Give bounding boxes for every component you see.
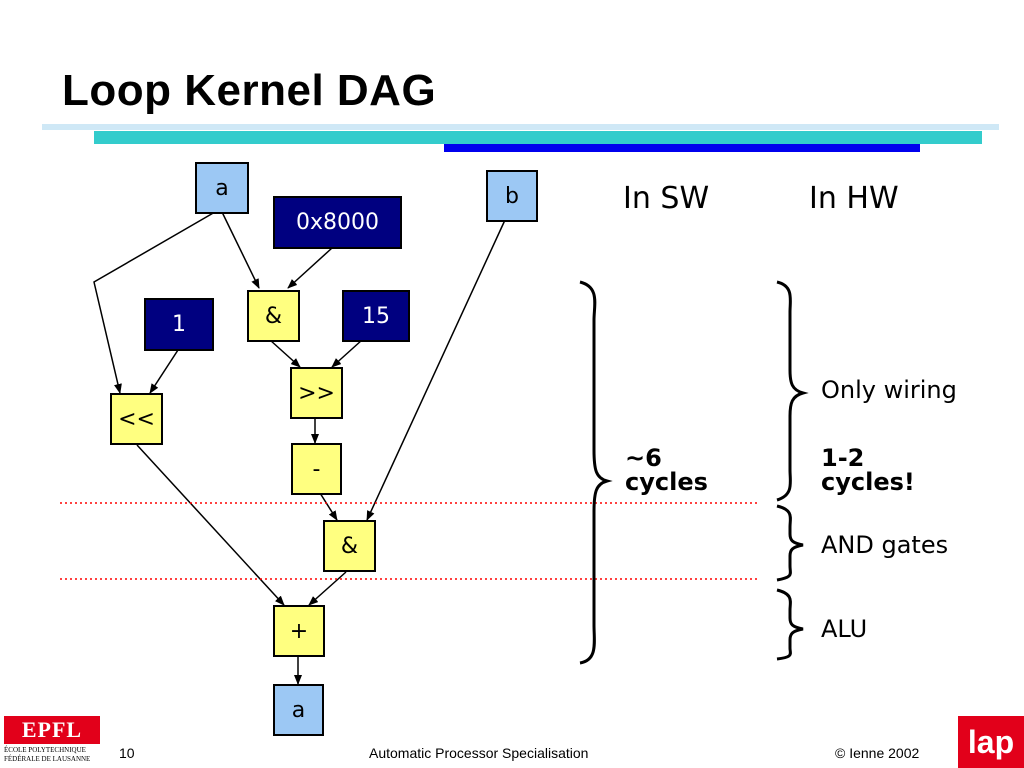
edge-1-to-shl — [149, 349, 179, 394]
title-underline-light — [42, 124, 999, 130]
edge-8000-to-and1 — [287, 247, 333, 289]
node-op-negate: - — [291, 443, 342, 495]
edge-a-to-shl — [93, 211, 216, 394]
footer-title: Automatic Processor Specialisation — [369, 745, 589, 761]
hw-cycles-line1: 1-2 — [821, 444, 865, 472]
sw-cycles-line2: cycles — [625, 468, 708, 496]
lap-logo: lap — [958, 716, 1024, 768]
edge-b-to-and2 — [366, 219, 506, 521]
brace-sw — [579, 280, 613, 665]
page-number: 10 — [119, 745, 135, 761]
edge-neg-to-and2 — [319, 492, 338, 521]
edge-and1-to-shr — [269, 339, 301, 368]
node-op-shift-right: >> — [290, 367, 343, 419]
epfl-logo: EPFL ÉCOLE POLYTECHNIQUE FÉDÉRALE DE LAU… — [4, 716, 100, 764]
hw-alu: ALU — [821, 615, 868, 643]
epfl-logo-subtitle: ÉCOLE POLYTECHNIQUE FÉDÉRALE DE LAUSANNE — [4, 746, 91, 763]
title-underline-blue — [444, 144, 920, 152]
hw-only-wiring: Only wiring — [821, 376, 957, 404]
edge-and2-to-add — [308, 571, 347, 606]
node-op-shift-left: << — [110, 393, 163, 445]
node-const-1: 1 — [144, 298, 214, 351]
node-const-15: 15 — [342, 290, 410, 342]
edge-15-to-shr — [331, 339, 363, 368]
header-in-hw: In HW — [809, 181, 899, 216]
header-in-sw: In SW — [623, 181, 710, 216]
node-const-0x8000: 0x8000 — [273, 196, 402, 249]
brace-hw-alu — [776, 588, 804, 661]
node-input-a: a — [195, 162, 249, 214]
node-output-a: a — [273, 684, 324, 736]
node-op-add: + — [273, 605, 325, 657]
hw-and-gates: AND gates — [821, 531, 949, 559]
sw-cycles-line1: ~6 — [625, 444, 662, 472]
edge-shl-to-add — [136, 444, 285, 606]
slide-title: Loop Kernel DAG — [62, 66, 437, 115]
hw-cycles-line2: cycles! — [821, 468, 915, 496]
node-input-b: b — [486, 170, 538, 222]
title-underline-teal — [94, 131, 982, 144]
brace-hw-and — [776, 504, 804, 582]
edge-a-to-and1 — [221, 211, 260, 289]
epfl-logo-mark: EPFL — [4, 716, 100, 744]
node-op-and-1: & — [247, 290, 300, 342]
node-op-and-2: & — [323, 520, 376, 572]
footer-copyright: © Ienne 2002 — [835, 745, 920, 761]
brace-hw-top — [776, 280, 809, 502]
